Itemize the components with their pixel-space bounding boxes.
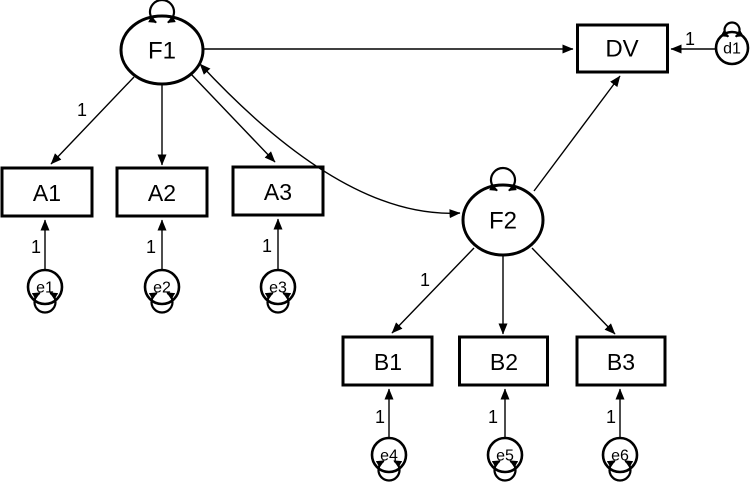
nodes <box>0 14 750 474</box>
node-labels: F1 F2 DV A1 A2 A3 B1 B2 B3 d1 e1 e2 e3 e… <box>33 36 741 465</box>
variance-loop-d1 <box>720 21 744 38</box>
weight-label-e6-b3: 1 <box>606 407 616 427</box>
path-arrow-f2-b3 <box>531 247 616 335</box>
observed-variable-b1 <box>341 335 434 387</box>
double-headed-arrow-f1-f2 <box>199 63 461 219</box>
error-term-e3-label: e3 <box>269 280 287 297</box>
path-arrow-f1-a1 <box>50 76 135 165</box>
weight-label-d1-dv: 1 <box>685 29 695 49</box>
observed-variable-b3-label: B3 <box>607 349 635 375</box>
observed-variable-b3 <box>575 335 667 387</box>
path-arrows <box>40 44 716 437</box>
path-arrow-f2-dv <box>533 75 621 192</box>
weight-label-e5-b2: 1 <box>488 407 498 427</box>
error-term-e6-label: e6 <box>611 448 629 465</box>
observed-variable-b1-label: B1 <box>374 349 402 375</box>
observed-variable-dv <box>576 23 669 74</box>
path-arrow-f2-b1 <box>391 247 475 334</box>
variance-self-loops <box>31 0 744 482</box>
error-term-e2-label: e2 <box>153 280 171 297</box>
weight-label-e2-a2: 1 <box>146 237 156 257</box>
variance-loop-e1 <box>31 291 59 314</box>
error-term-e5-label: e5 <box>496 448 514 465</box>
weight-label-f2-b1: 1 <box>420 270 430 290</box>
observed-variable-a1 <box>0 166 94 218</box>
observed-variable-a1-label: A1 <box>33 180 61 206</box>
disturbance-term-d1-label: d1 <box>723 41 741 58</box>
observed-variable-dv-label: DV <box>605 36 638 63</box>
weight-label-e1-a1: 1 <box>31 237 41 257</box>
latent-factor-f2-label: F2 <box>489 208 517 235</box>
weight-label-e4-b1: 1 <box>375 407 385 427</box>
path-arrow-f1-a3 <box>189 72 276 163</box>
error-term-e1-label: e1 <box>36 280 54 297</box>
variance-loop-e4 <box>375 459 403 482</box>
latent-factor-f1-label: F1 <box>148 38 176 65</box>
observed-variable-a3-label: A3 <box>264 179 292 205</box>
variance-loop-e6 <box>606 459 634 482</box>
variance-loop-f1 <box>148 0 176 24</box>
observed-variable-a2-label: A2 <box>148 180 176 206</box>
weight-label-e3-a3: 1 <box>262 236 272 256</box>
error-term-e4-label: e4 <box>380 448 398 465</box>
observed-variable-b2-label: B2 <box>490 349 518 375</box>
weight-labels: 1 1 1 1 1 1 1 1 1 <box>31 29 695 427</box>
observed-variable-b2 <box>458 335 549 387</box>
variance-loop-e5 <box>491 459 519 482</box>
variance-loop-e2 <box>148 291 176 314</box>
variance-loop-f2 <box>489 166 517 192</box>
weight-label-f1-a1: 1 <box>77 100 87 120</box>
variance-loop-e3 <box>264 291 292 314</box>
